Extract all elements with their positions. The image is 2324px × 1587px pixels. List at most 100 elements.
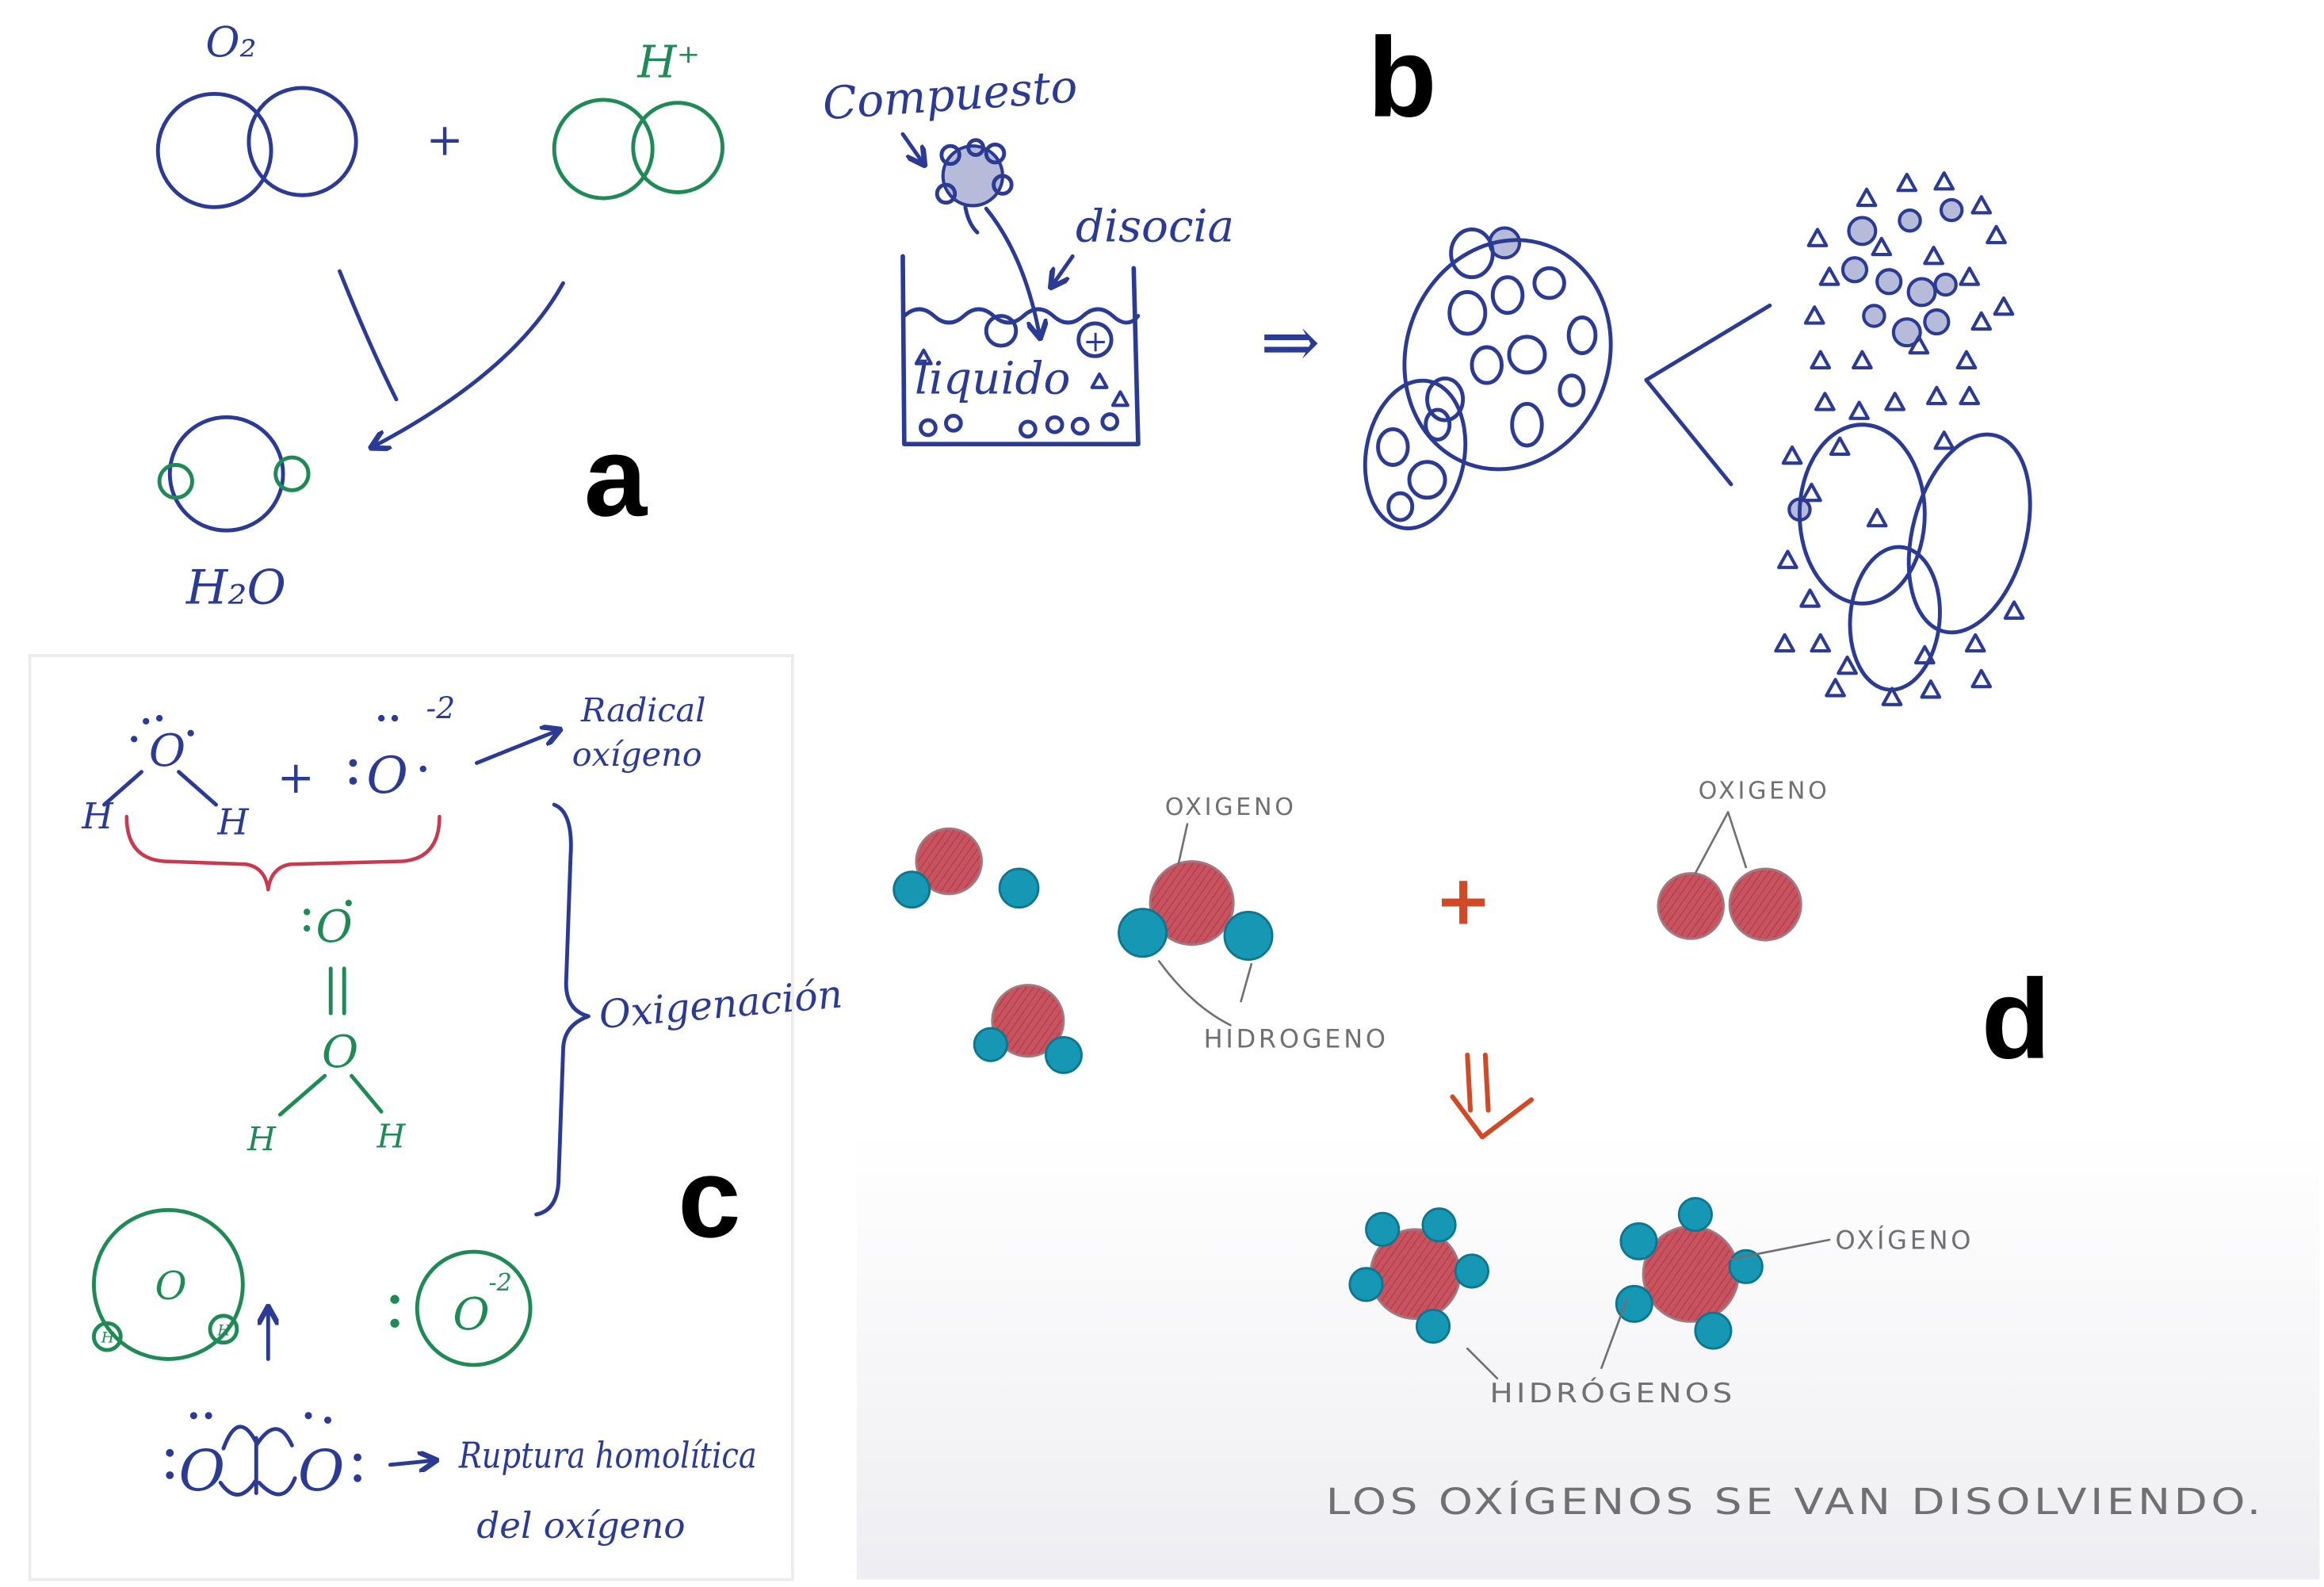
lone-pair-dot [155, 714, 163, 722]
product-oxygen-middle: O [322, 1027, 358, 1078]
panel-d-label: d [1982, 957, 2051, 1083]
particle-circle [1045, 415, 1065, 434]
ion-triangle [1986, 224, 2007, 245]
oxygen-molecule-label: O₂ [205, 18, 256, 67]
hydrogen-atom [1044, 1035, 1083, 1074]
oxygen-molecule [1657, 867, 1802, 942]
lone-pair-dot [304, 908, 311, 916]
ion-circle [1840, 256, 1869, 284]
oxygen-atom-left [155, 91, 273, 209]
implies-arrow: ⇒ [1260, 300, 1321, 384]
water-hydrogen-right: H [216, 801, 250, 843]
plus-sign: + [426, 114, 464, 166]
oxygen-atom-shading [1151, 862, 1233, 943]
bond-line [350, 1073, 384, 1114]
ion-circle [1939, 197, 1964, 223]
water-molecule [893, 827, 1040, 909]
ion-triangle [1881, 686, 1903, 706]
lone-pair-dot [187, 729, 194, 737]
ion-triangle [1801, 482, 1822, 503]
ion-triangle [1933, 430, 1955, 450]
water-molecule [1118, 860, 1274, 962]
hydration-shell [1848, 545, 1942, 692]
oxygen-atom-right [247, 86, 358, 197]
radical-charge: -2 [426, 690, 456, 725]
product-oxygen-top: O [315, 901, 352, 953]
split-oxygen-left: O [179, 1438, 226, 1504]
ion-triangle [1777, 549, 1798, 569]
lone-pair-dot [189, 1412, 197, 1420]
ion-triangle [1774, 633, 1795, 653]
panel-a-label: a [584, 414, 648, 540]
dissociates-label: disocia [1076, 201, 1234, 253]
radical-arrow [474, 730, 558, 765]
hydrogens-label: HIDRÓGENOS [1489, 1377, 1735, 1409]
lone-pair-dot [349, 759, 357, 767]
cation-sign: + [1083, 324, 1107, 359]
double-bond [328, 966, 346, 1015]
cell-bud [1488, 226, 1522, 260]
cell-inclusion [1566, 315, 1598, 355]
panel-b-label: b [1367, 15, 1436, 141]
lone-pair-dot [143, 717, 150, 725]
panel-d: OXIGENO HIDROGENO + OXIGENO OXÍGENO HIDR… [856, 752, 2320, 1580]
hydrogen-atom [1619, 1222, 1658, 1260]
leader-line [1694, 811, 1748, 874]
particle-circle [1019, 419, 1038, 439]
proton-label: H⁺ [636, 37, 700, 89]
hydrogen-circle-right [208, 1314, 239, 1345]
hydrogen-atom [1365, 1211, 1401, 1247]
hydrogen-atom [893, 870, 931, 909]
anion-circle [984, 314, 1019, 348]
branch-lines [1644, 303, 1772, 487]
ion-triangle [1959, 266, 1981, 286]
hydrogen-atom [1118, 908, 1168, 958]
cell-inclusion [1490, 275, 1525, 315]
cell-inclusion [1447, 289, 1488, 336]
ion-triangle [914, 348, 933, 365]
lone-pair-dot [390, 1294, 399, 1304]
particle-circle [944, 414, 963, 433]
liquid-label: liquido [915, 353, 1070, 404]
reactants-brace [124, 814, 441, 892]
compound-bump [935, 182, 958, 205]
panel-a-background [131, 0, 750, 641]
lone-pair-dot [349, 777, 357, 785]
rupture-caption-line-1: Ruptura homolítica [458, 1435, 757, 1477]
lone-pair-dot [354, 1474, 361, 1482]
plus-sign: + [277, 752, 315, 804]
hydrogen-atom [1615, 1284, 1653, 1323]
bottom-hydrogen-right: H [216, 1322, 231, 1339]
liquid-surface [902, 307, 1141, 325]
ion-circle [1891, 317, 1922, 348]
lone-pair-dot [345, 900, 352, 907]
cell-inclusions [1376, 266, 1598, 522]
lone-pair-dot [304, 1412, 312, 1420]
water-oxygen: O [149, 725, 185, 777]
ion-cluster-top [1803, 170, 2015, 420]
ion-circle [1787, 497, 1812, 522]
particle-circle [1070, 416, 1090, 436]
ion-triangle [1781, 445, 1803, 465]
panel-c-label: c [678, 1135, 740, 1261]
ion-triangle [1837, 655, 1858, 675]
lone-pair-dot [323, 1416, 331, 1424]
lone-pair-dot [419, 765, 426, 773]
bottom-hydrogen-left: H [101, 1330, 115, 1347]
oxide-ion-circle [415, 1249, 533, 1367]
bottom-ion-oxygen: O [453, 1289, 489, 1340]
hydration-shell [1906, 432, 2032, 635]
lone-pair-dot [391, 714, 399, 722]
ion-triangle [1871, 236, 1893, 257]
ion-circle [1933, 272, 1958, 297]
compound-bump [992, 174, 1014, 196]
ion-circle [1847, 216, 1878, 247]
oxygen-label-bottom: OXÍGENO [1836, 1225, 1974, 1255]
ion-triangle [1810, 633, 1832, 653]
lone-pair-dot [166, 1448, 174, 1457]
ion-triangle [1970, 668, 1993, 689]
ion-triangle [1852, 350, 1873, 370]
compound-arrow [900, 132, 923, 164]
ion-triangle [1925, 385, 1947, 406]
rupture-arrow [388, 1460, 434, 1465]
